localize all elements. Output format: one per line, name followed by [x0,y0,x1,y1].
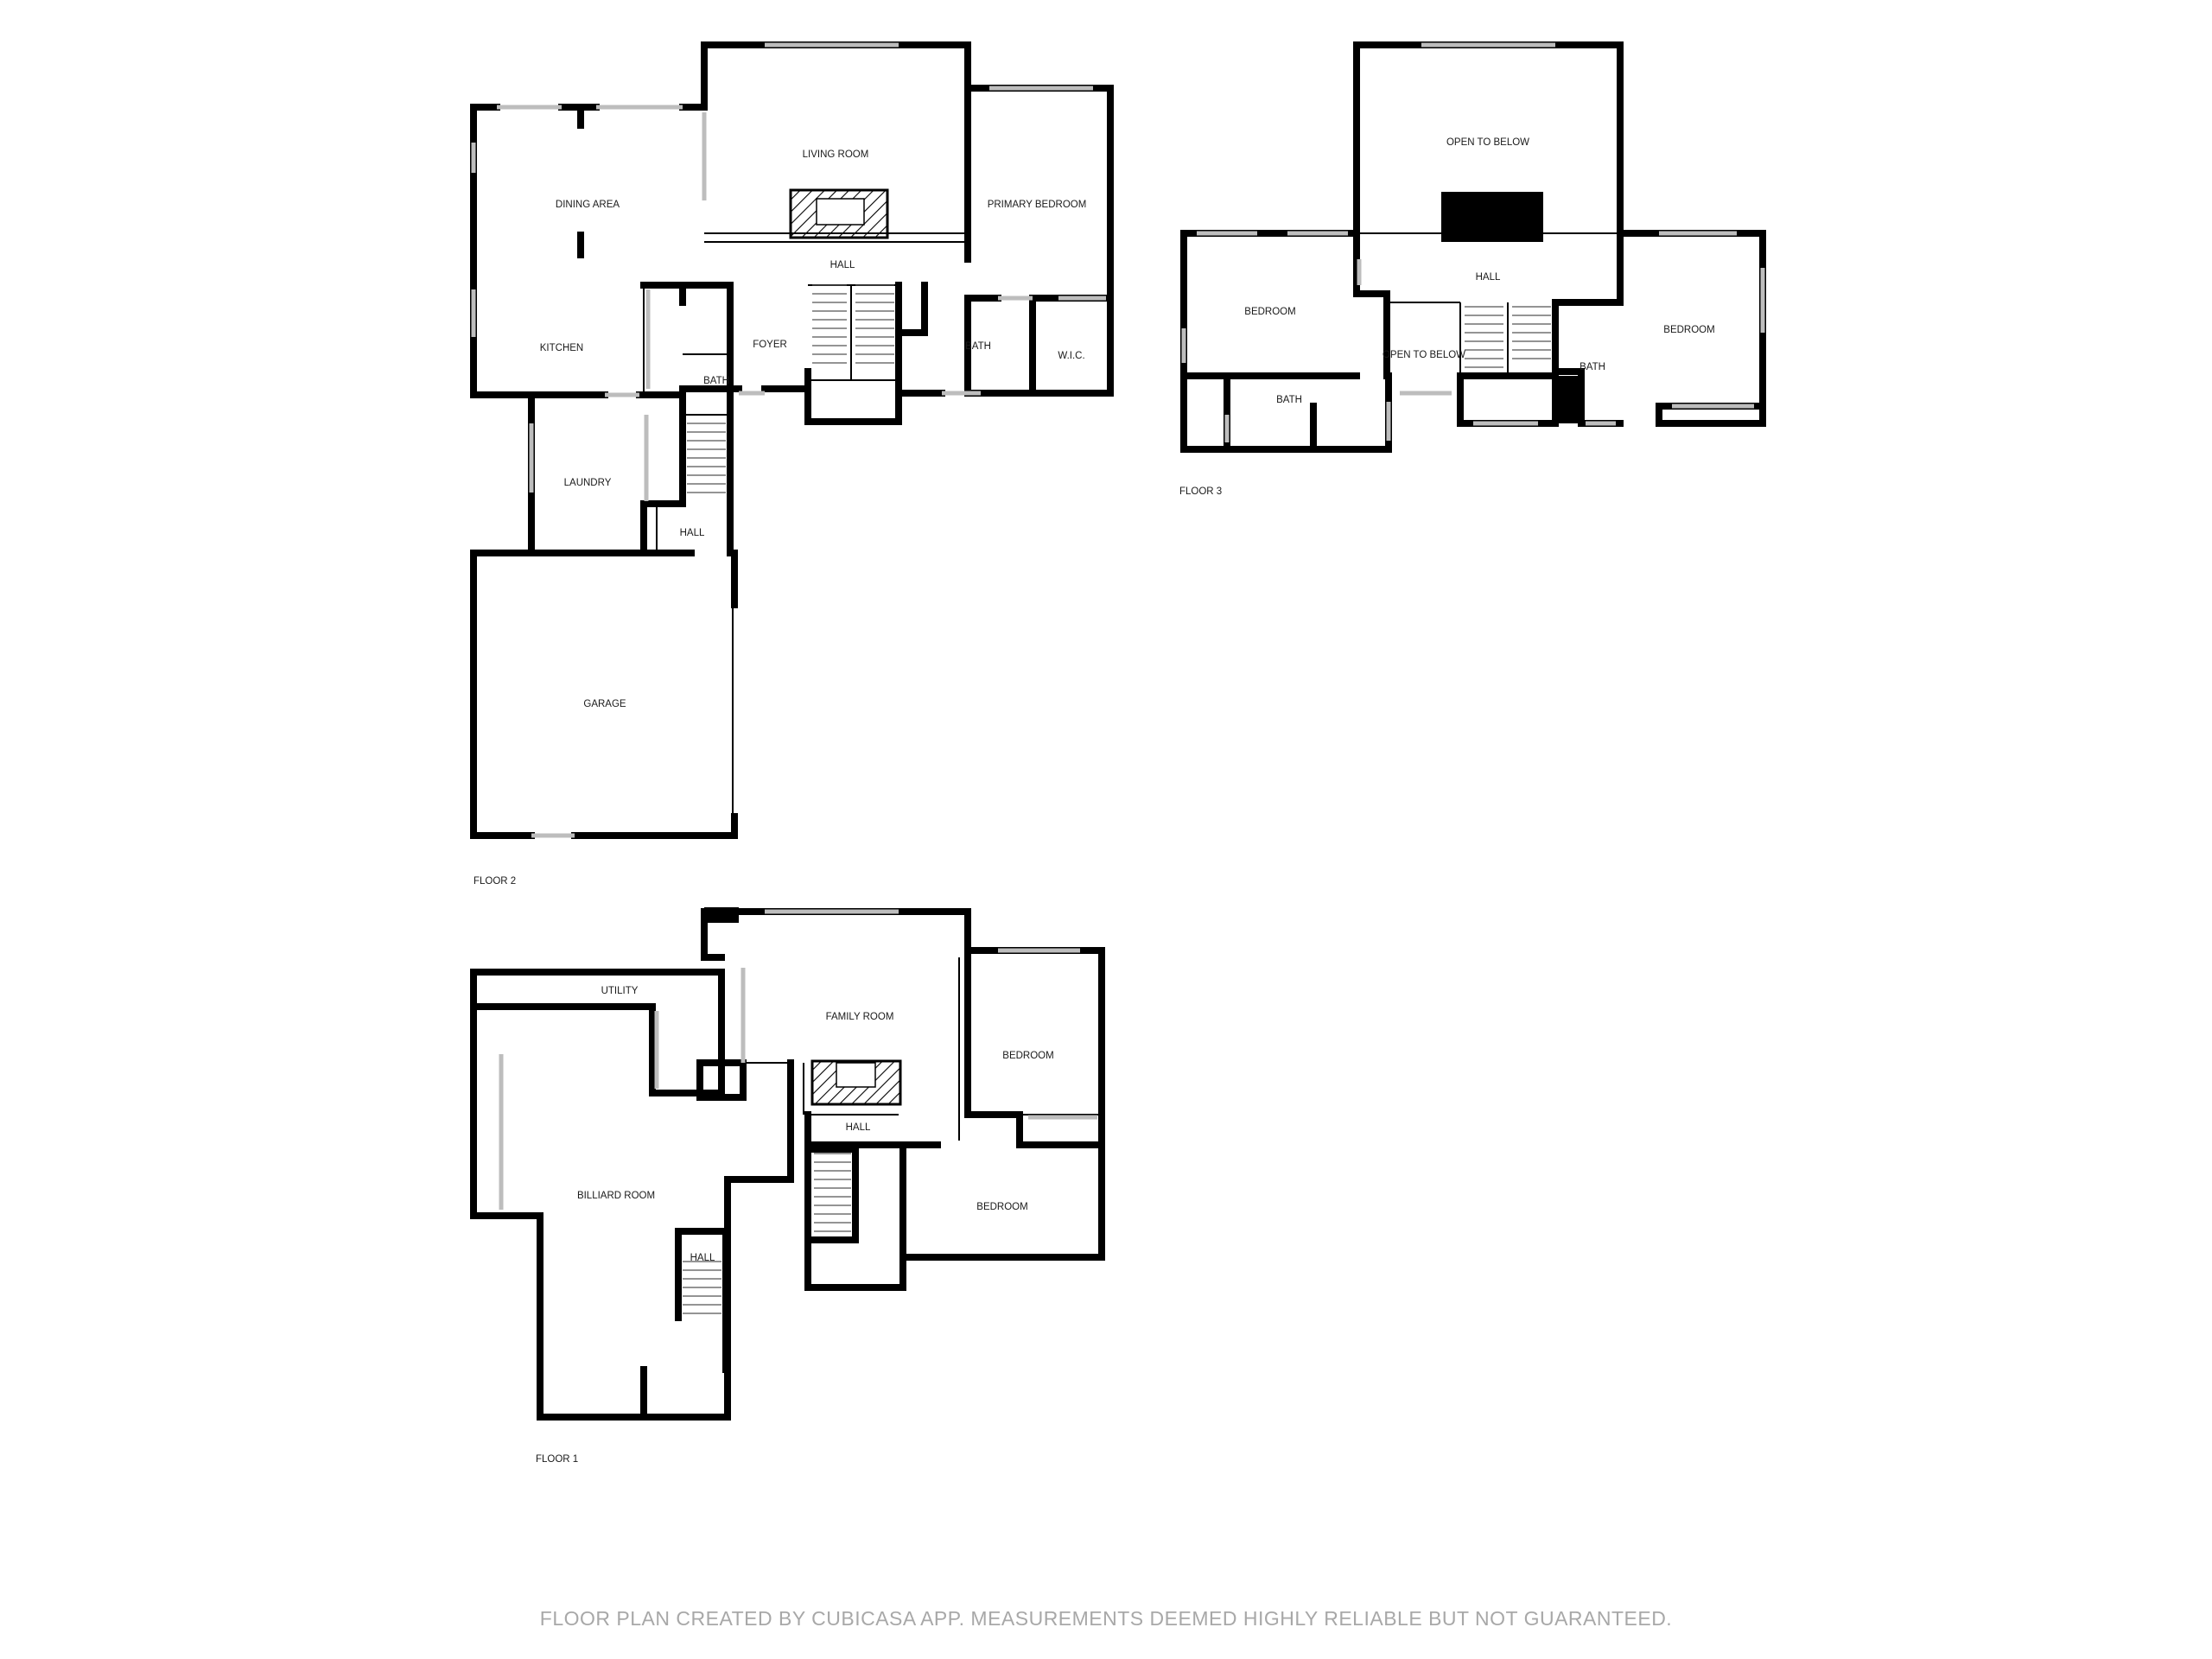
floor-1-room-label: FAMILY ROOM [826,1012,894,1022]
disclaimer-footer: FLOOR PLAN CREATED BY CUBICASA APP. MEAS… [539,1607,1673,1630]
floor-2-room-label: BATH [965,341,991,352]
floor-2-room-label: GARAGE [583,699,626,709]
floor-2-room-label: FOYER [753,340,787,350]
floor-2-room-label: HALL [680,528,705,538]
floor-3-room-label: OPEN TO BELOW [1446,137,1529,148]
floor-2-room-label: HALL [830,260,855,270]
floor-3-label: FLOOR 3 [1179,486,1222,497]
floor-1-room-label: BEDROOM [1002,1051,1053,1061]
floor-1-room-label: HALL [690,1253,715,1263]
floor-3-room-label: BEDROOM [1663,325,1714,335]
floor-2-room-label: KITCHEN [540,343,583,353]
floor-3-room-label: HALL [1476,272,1501,283]
floor-2-room-label: W.I.C. [1058,351,1084,361]
floor-3-room-label: BEDROOM [1244,307,1295,317]
floor-1-room-label: UTILITY [601,986,639,996]
floor-3-plan: OPEN TO BELOW HALL BEDROOM OPEN TO BELOW… [1179,41,1766,497]
floor-1-label: FLOOR 1 [536,1454,578,1465]
floor-2-room-label: LAUNDRY [564,478,612,488]
floor-1-room-label: BEDROOM [976,1202,1027,1212]
floor-2-room-label: PRIMARY BEDROOM [988,200,1087,210]
floor-2-plan: DINING AREA LIVING ROOM PRIMARY BEDROOM … [470,41,1114,887]
floor-2-room-label: BATH [703,376,729,386]
floor-1-plan: UTILITY FAMILY ROOM BEDROOM HALL BILLIAR… [470,907,1105,1465]
floor-3-room-label: BATH [1276,395,1302,405]
floor-2-room-label: LIVING ROOM [803,149,869,160]
floor-2-room-label: DINING AREA [556,200,620,210]
floor-1-room-label: HALL [846,1122,871,1133]
floor-3-room-label: BATH [1580,362,1605,372]
floor-3-room-label: OPEN TO BELOW [1382,350,1465,360]
floor-2-label: FLOOR 2 [474,876,516,887]
floor-1-room-label: BILLIARD ROOM [577,1191,655,1201]
